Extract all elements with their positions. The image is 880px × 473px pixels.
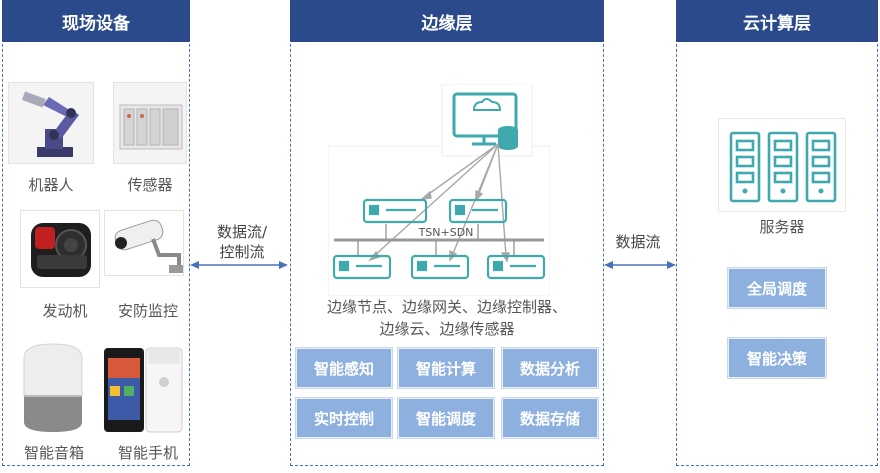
speaker-card (18, 340, 88, 434)
field-devices-header: 现场设备 (2, 0, 190, 42)
network-protocol-label: TSN+SDN (418, 226, 474, 239)
edge-cloud-arrow (604, 261, 676, 269)
cloud-layer-header: 云计算层 (676, 0, 878, 42)
edge-cloud-flow-label: 数据流 (615, 233, 661, 251)
robot-card (8, 82, 94, 164)
edge-layer-title: 边缘层 (421, 13, 473, 34)
edge-capability-smart-scheduling: 智能调度 (398, 398, 494, 438)
edge-capability-realtime-control: 实时控制 (296, 398, 392, 438)
security-camera-icon (114, 219, 183, 273)
server-label: 服务器 (759, 218, 805, 236)
edge-switch-icon (332, 198, 546, 280)
edge-capability-smart-sensing: 智能感知 (296, 348, 392, 388)
sensor-label: 传感器 (127, 176, 173, 194)
engine-icon (31, 223, 91, 277)
edge-caption-line1: 边缘节点、边缘网关、边缘控制器、 (326, 298, 567, 316)
engine-card (20, 210, 100, 288)
cloud-capability-global-scheduling: 全局调度 (728, 268, 826, 308)
phone-label: 智能手机 (117, 444, 178, 462)
phone-card (102, 346, 184, 434)
camera-label: 安防监控 (117, 302, 178, 320)
smartphone-icon (104, 347, 183, 433)
field-edge-arrow (190, 261, 288, 269)
edge-network-topology: TSN+SDN (328, 84, 550, 296)
edge-layer-header: 边缘层 (290, 0, 604, 42)
cloud-capability-smart-decision: 智能决策 (728, 338, 826, 378)
server-card (718, 118, 846, 212)
cloud-layer-title: 云计算层 (743, 13, 811, 34)
edge-server-station-icon (441, 84, 533, 157)
edge-capability-smart-computing: 智能计算 (398, 348, 494, 388)
robot-label: 机器人 (28, 176, 74, 194)
field-edge-flow-label: 数据流/ 控制流 (206, 222, 278, 262)
speaker-label: 智能音箱 (23, 444, 84, 462)
field-devices-title: 现场设备 (62, 13, 130, 34)
edge-capability-data-storage: 数据存储 (502, 398, 598, 438)
flow-label-line2: 控制流 (219, 243, 265, 261)
sensor-card (113, 82, 187, 164)
edge-capability-data-analysis: 数据分析 (502, 348, 598, 388)
smart-speaker-icon (23, 343, 83, 432)
robot-arm-icon (21, 91, 79, 157)
edge-caption-line2: 边缘云、边缘传感器 (379, 320, 515, 338)
flow-label-line1: 数据流/ (216, 223, 268, 241)
cloud-layer-panel (676, 14, 878, 466)
sensor-icon (119, 104, 183, 150)
camera-card (104, 210, 184, 276)
server-rack-icon (729, 131, 837, 203)
engine-label: 发动机 (42, 302, 88, 320)
